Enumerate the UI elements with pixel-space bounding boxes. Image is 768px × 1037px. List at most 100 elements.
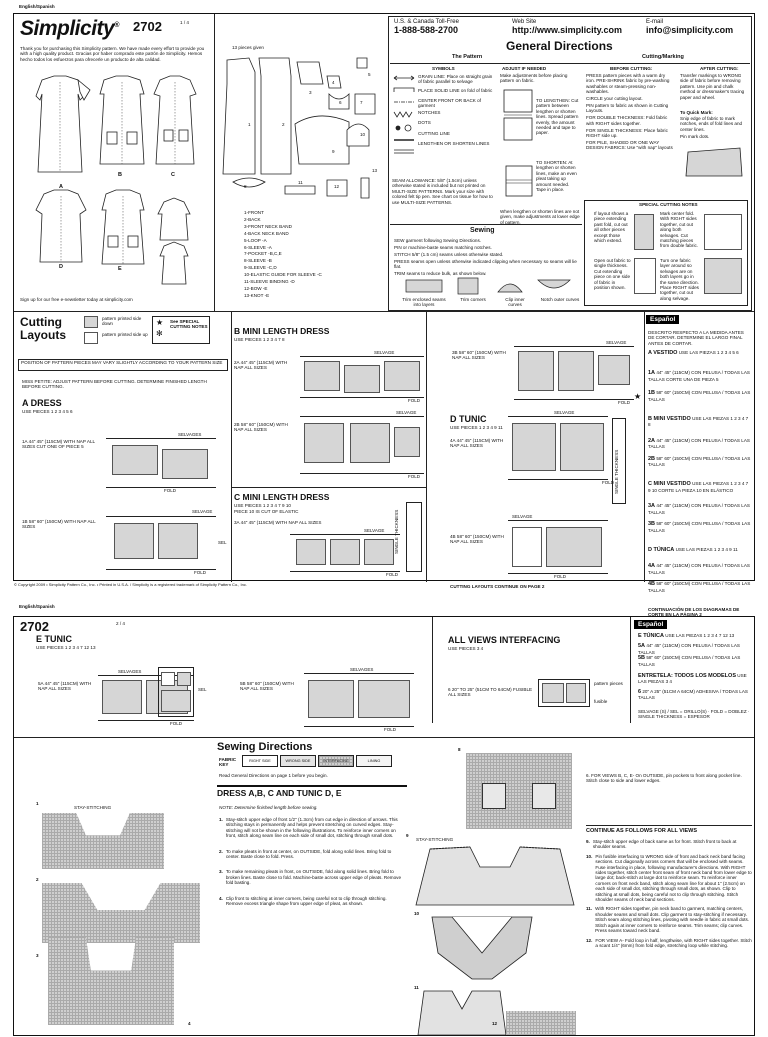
sewing-item: SEW garment following Sewing Directions. [394, 238, 482, 243]
figure-2-front [42, 883, 200, 943]
snowflake-icon: ✻ [156, 329, 163, 338]
cutting-layouts-title: Cutting Layouts [20, 315, 67, 342]
esp-heading: 1B [648, 390, 656, 397]
piece-list-item: 3-FRONT NECK BAND [244, 223, 292, 229]
dress-section-title: DRESS A,B, C AND TUNIC D, E [217, 785, 407, 798]
view-label-c: C [171, 172, 175, 178]
sewing-item: STITCH 5/8" (1.5 cm) seams unless otherw… [394, 251, 504, 257]
after-cutting-text: Transfer markings to WRONG side of fabri… [680, 73, 745, 100]
piece-list-item: 6-SLEEVE -A [244, 244, 272, 250]
symbol-lengthen-lines: LENGTHEN OR SHORTEN LINES [418, 141, 490, 146]
single-thickness-label: SINGLE THICKNESS [394, 509, 399, 554]
sewing-heading: Sewing [470, 227, 495, 234]
layout-3a [290, 534, 400, 572]
web-url[interactable]: http://www.simplicity.com [512, 25, 623, 35]
printed-side-down-label: pattern printed side down [102, 316, 142, 327]
fabric-key-lining: LINING [356, 755, 392, 767]
continue-all-views-heading: CONTINUE AS FOLLOWS FOR ALL VIEWS [586, 825, 752, 834]
layout-5b-label: 5B 58" 60" (150CM) WITH NAP ALL SIZES [240, 681, 294, 692]
piece-10: 10 [360, 132, 366, 137]
fold-label: FOLD [384, 727, 397, 732]
language-label: English/Spanish [19, 604, 55, 609]
view-illustrations [35, 75, 197, 285]
general-directions-panel [388, 16, 752, 311]
esp-heading: D TÚNICA [648, 546, 675, 553]
piece-list-item: 10-ELASTIC GUIDE FOR SLEEVE -C [244, 272, 322, 278]
single-thickness-label: SINGLE THICKNESS [614, 449, 619, 494]
lengthen-shorten-illustration [503, 89, 533, 197]
esp-note: DESCRITO RESPECTO A LA MEDIDA ANTES DE C… [648, 330, 744, 346]
esp-heading: 3A [648, 503, 656, 510]
simplicity-logo: Simplicity® [20, 17, 119, 41]
star-icon: ★ [156, 318, 164, 327]
view-label-b: B [118, 172, 122, 178]
contact-phone: U.S. & Canada Toll-Free 1-888-588-2700 [394, 19, 459, 35]
esp-text: USE LAS PIEZAS 1 2 3 4 5 6 [678, 350, 739, 355]
esp-text: 44" 45" (115CM) CON PELUSA / TODAS LAS T… [648, 437, 750, 450]
after-cutting-heading: AFTER CUTTING: [700, 66, 739, 71]
before-cutting-item: PIN pattern to fabric as shown in Cuttin… [586, 103, 669, 114]
piece-9: 9 [332, 149, 335, 154]
seam-allowance: SEAM ALLOWANCE: 5/8" (1.5cm) unless othe… [392, 178, 493, 205]
contact-email: E-mail info@simplicity.com [646, 19, 733, 35]
step-number: 9. [586, 839, 590, 844]
a-dress-pieces: USE PIECES 1 2 3 4 5 6 [22, 409, 73, 414]
selvage-label: SELVAGE [396, 410, 417, 415]
read-general-directions: Read General Directions on page 1 before… [219, 773, 328, 778]
piece-list-item: 13-KNOT -E [244, 292, 270, 298]
step-text: Pin fusible interfacing to WRONG side of… [595, 853, 752, 903]
email-address[interactable]: info@simplicity.com [646, 25, 734, 35]
fold-label: FOLD [164, 488, 177, 493]
trim-label: Clip inner curves [505, 297, 525, 308]
layout-1b [106, 516, 216, 570]
pattern-number: 2702 [20, 619, 49, 634]
sel-label: SEL [218, 540, 227, 545]
piece-list-item: 5-LOOP -A [244, 237, 267, 243]
step-number: 11. [586, 906, 593, 912]
layout-3b [514, 346, 634, 400]
symbol-solid-line: PLACE SOLID LINE on fold of fabric [418, 87, 493, 93]
selvage-label: SELVAGE [554, 410, 575, 415]
sewing-item: TRIM seams to reduce bulk, as shown belo… [394, 271, 487, 277]
esp-text: USE LAS PIEZAS 3 4 [638, 673, 747, 685]
page-number: 2 / 4 [116, 621, 125, 626]
piece-11: 11 [298, 180, 303, 185]
figure-12-loop [506, 1011, 576, 1035]
layout-1b-label: 1B 58" 60" (150CM) WITH NAP ALL SIZES [22, 519, 96, 530]
step-text: Stay-stitch upper edge of front 1/2" (1.… [225, 817, 398, 839]
esp-heading: 6 [638, 688, 642, 695]
intro-text: Thank you for purchasing this Simplicity… [20, 46, 205, 62]
figure-number: 11 [414, 985, 419, 990]
esp-text: 44" 45" (115CM) CON PELUSA / TODAS LAS T… [648, 563, 750, 575]
figure-10-neckband [431, 916, 533, 980]
step-6-pockets: 6. FOR VIEWS B, C, E- On OUTSIDE, pin po… [586, 773, 742, 784]
layout-2a [300, 356, 424, 398]
sewing-item: PIN or machine-baste seams matching notc… [394, 244, 492, 250]
esp-text: 44" 45" (115CM) CON PELUSA / TODAS LAS T… [648, 370, 750, 382]
brand-name: Simplicity [20, 17, 115, 40]
view-label-e: E [118, 266, 122, 272]
instruction-sheet-page-2: 2702 2 / 4 E TUNIC USE PIECES 1 2 3 4 7 … [13, 616, 755, 1036]
before-cutting-item: CIRCLE your cutting layout. [586, 96, 643, 102]
layout-5a-label: 5A 44" 45" (115CM) WITH NAP ALL SIZES [38, 681, 92, 692]
layout-5a-detail [158, 667, 194, 717]
fold-label: FOLD [194, 570, 207, 575]
esp-heading: 2B [648, 455, 656, 462]
before-cutting-heading: BEFORE CUTTING: [610, 66, 653, 71]
step-text: Clip front to stitching at inner corners… [225, 895, 387, 907]
esp-heading: 5A [638, 643, 646, 650]
the-pattern-heading: The Pattern [452, 54, 483, 60]
piece-6: 6 [339, 100, 342, 105]
b-dress-pieces: USE PIECES 1 2 3 4 7 8 [234, 337, 285, 342]
fabric-key-wrong-side: WRONG SIDE [280, 755, 316, 767]
phone-label: U.S. & Canada Toll-Free [394, 19, 459, 25]
esp-heading: A VESTIDO [648, 350, 678, 356]
position-note-box [18, 359, 228, 371]
selvage-label: SELVAGE [192, 509, 213, 514]
figure-number: 2 [36, 877, 39, 882]
fold-label: FOLD [618, 400, 631, 405]
espanol-header: Español [634, 620, 668, 629]
piece-list-item: 1-FRONT [244, 210, 264, 215]
special-note: Open out fabric to single thickness. Cut… [594, 258, 631, 291]
before-cutting-list: PRESS pattern pieces with a warm dry iro… [586, 73, 674, 152]
